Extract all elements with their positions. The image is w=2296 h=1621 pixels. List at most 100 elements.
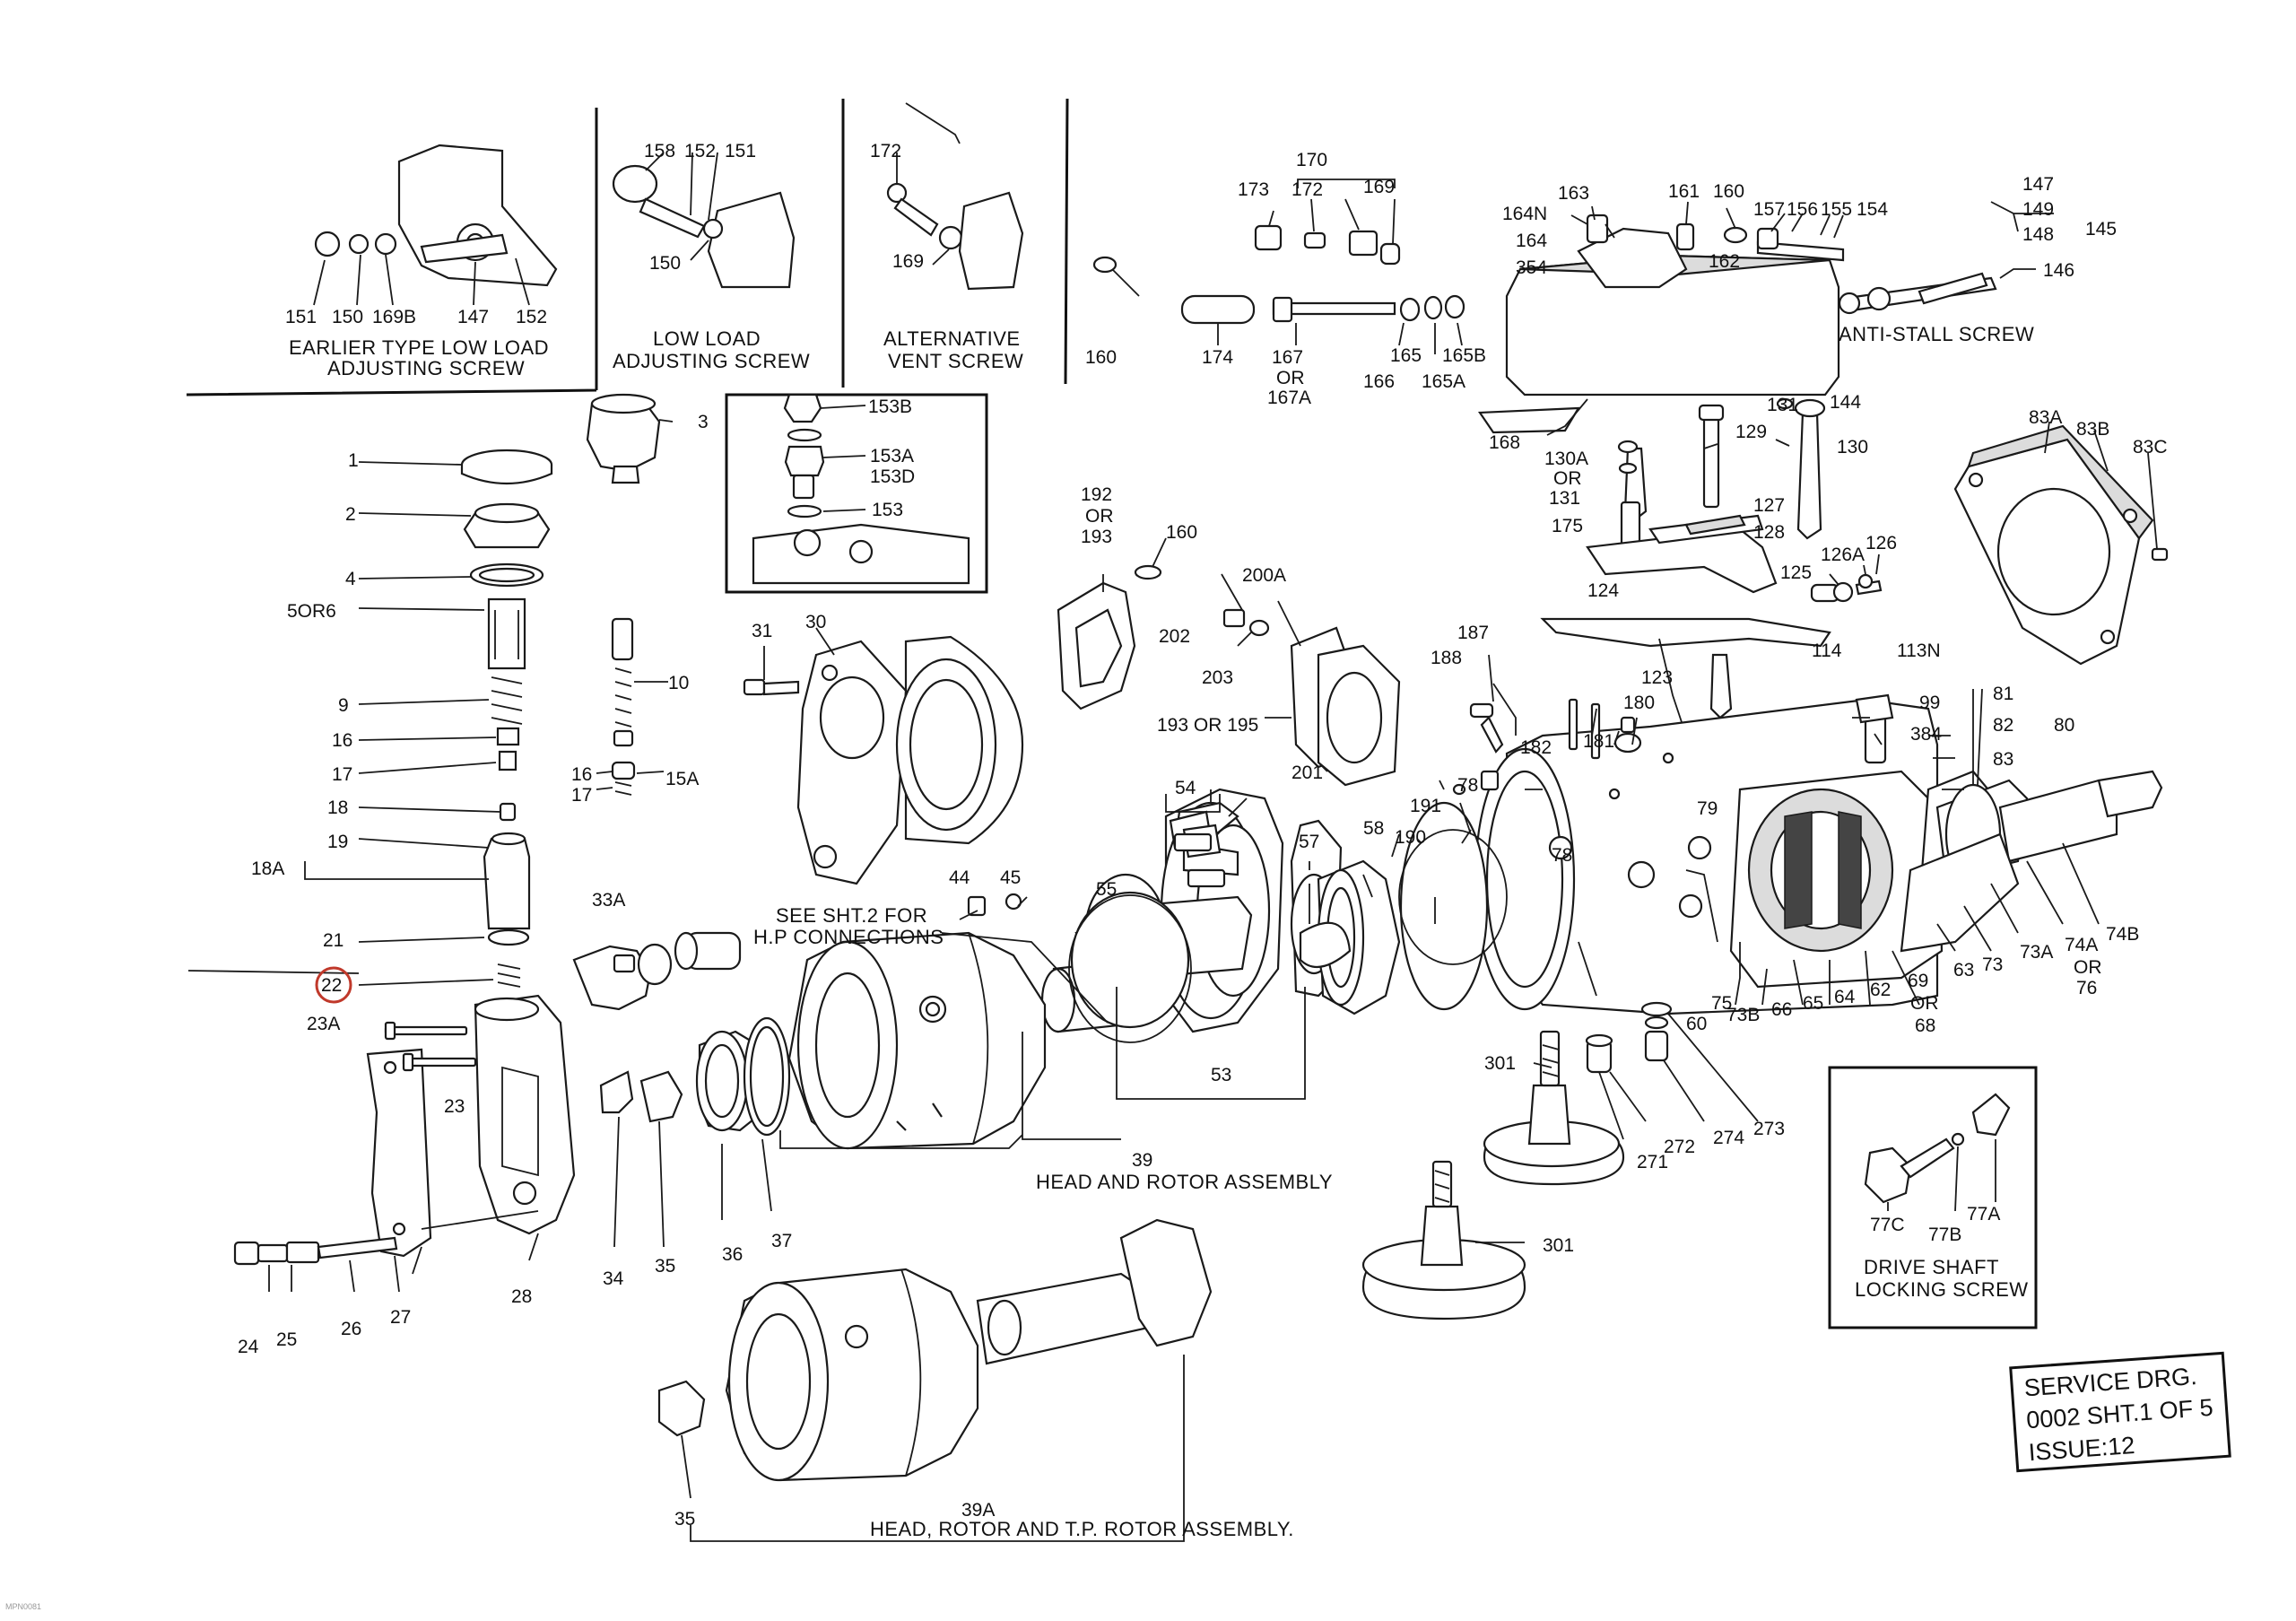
drive-end-flange-plates — [1953, 421, 2169, 666]
callout-167a: 167A — [1267, 388, 1311, 408]
callout-151: 151 — [285, 307, 317, 327]
callout-4: 4 — [345, 569, 356, 589]
callout-165a: 165A — [1422, 371, 1465, 392]
callout-35: 35 — [655, 1256, 675, 1277]
callout-125: 125 — [1780, 562, 1812, 583]
footer-code: MPN0081 — [5, 1602, 42, 1611]
callout-55: 55 — [1096, 879, 1117, 900]
callout-76: 76 — [2076, 978, 2097, 998]
callout-153d: 153D — [870, 466, 915, 487]
callout-152: 152 — [684, 141, 716, 161]
vent-screw-153-group — [752, 393, 970, 585]
callout-5or6: 5OR6 — [287, 601, 336, 622]
callout-26: 26 — [341, 1319, 361, 1339]
callout-187: 187 — [1457, 623, 1489, 643]
callout-57: 57 — [1299, 832, 1319, 852]
callout-17: 17 — [332, 764, 352, 785]
callout-165b: 165B — [1442, 345, 1486, 366]
callout-163: 163 — [1558, 183, 1589, 204]
callout-or: OR — [2074, 957, 2102, 978]
callout-147: 147 — [2022, 174, 2054, 195]
callout-354: 354 — [1516, 257, 1547, 278]
drive-shaft-locking-screw — [1864, 1093, 2011, 1212]
callout-164: 164 — [1516, 231, 1547, 251]
callout-54: 54 — [1175, 778, 1196, 798]
callout-39: 39 — [1132, 1150, 1152, 1171]
callout-15a: 15A — [665, 769, 699, 789]
callout-23a: 23A — [307, 1014, 340, 1034]
callout-180: 180 — [1623, 693, 1655, 713]
callout-or: OR — [1085, 506, 1114, 527]
callout-63: 63 — [1953, 960, 1974, 980]
callout-162: 162 — [1709, 251, 1740, 272]
callout-158: 158 — [644, 141, 675, 161]
callout-200a: 200A — [1242, 565, 1286, 586]
earlier-type-adjusting-screw-group — [313, 144, 558, 306]
alternative-vent-screw-group — [886, 102, 1024, 291]
caption-see-sheet2-line1: SEE SHT.2 FOR — [776, 904, 927, 927]
callout-27: 27 — [390, 1307, 411, 1328]
callout-384: 384 — [1910, 724, 1942, 745]
highlight-ring-22[interactable] — [315, 966, 352, 1004]
callout-60: 60 — [1686, 1014, 1707, 1034]
outlet-bosses-301 — [1361, 1001, 1759, 1320]
callout-73: 73 — [1982, 954, 2003, 975]
callout-73b: 73B — [1726, 1005, 1760, 1025]
callout-131: 131 — [1549, 488, 1580, 509]
callout-68: 68 — [1915, 1015, 1935, 1036]
callout-83b: 83B — [2076, 419, 2109, 440]
top-linkage-parts — [1092, 179, 1465, 354]
captions: EARLIER TYPE LOW LOAD ADJUSTING SCREW LO… — [289, 323, 2034, 1540]
low-load-adjusting-screw-group — [612, 152, 796, 289]
callout-153b: 153B — [868, 397, 912, 417]
callout-160: 160 — [1085, 347, 1117, 368]
callout-150: 150 — [649, 253, 681, 274]
callout-172: 172 — [1292, 179, 1323, 200]
callout-190: 190 — [1395, 827, 1426, 848]
callout-82: 82 — [1993, 715, 2013, 736]
caption-anti-stall-screw: ANTI-STALL SCREW — [1839, 323, 2034, 345]
callout-131: 131 — [1767, 395, 1798, 415]
callout-74a: 74A — [2065, 935, 2098, 955]
callout-155: 155 — [1821, 199, 1852, 220]
callout-53: 53 — [1211, 1065, 1231, 1085]
callout-99: 99 — [1919, 693, 1940, 713]
callout-31: 31 — [752, 621, 772, 641]
callout-39a: 39A — [961, 1500, 995, 1521]
callout-182: 182 — [1520, 737, 1552, 758]
callout-153a: 153A — [870, 446, 914, 466]
callout-28: 28 — [511, 1286, 532, 1307]
callout-79: 79 — [1697, 798, 1718, 819]
callout-65: 65 — [1803, 993, 1823, 1014]
callout-74b: 74B — [2106, 924, 2139, 945]
caption-earlier-type-line2: ADJUSTING SCREW — [327, 357, 525, 379]
callout-166: 166 — [1363, 371, 1395, 392]
callout-21: 21 — [323, 930, 344, 951]
callout-81: 81 — [1993, 684, 2013, 704]
callout-33a: 33A — [592, 890, 625, 911]
governor-linkage-rods — [1540, 397, 1883, 736]
callout-301: 301 — [1484, 1053, 1516, 1074]
part-callouts: 151 150 169B 147 152 158 152 151 150 172… — [238, 141, 2168, 1529]
callout-301: 301 — [1543, 1235, 1574, 1256]
callout-169b: 169B — [372, 307, 416, 327]
callout-77a: 77A — [1967, 1204, 2000, 1224]
callout-80: 80 — [2054, 715, 2074, 736]
callout-22-highlighted: 22 — [321, 975, 342, 996]
callout-149: 149 — [2022, 199, 2054, 220]
callout-19: 19 — [327, 832, 348, 852]
callout-77c: 77C — [1870, 1215, 1905, 1235]
callout-64: 64 — [1834, 987, 1856, 1007]
callout-126a: 126A — [1821, 545, 1865, 565]
callout-202: 202 — [1159, 626, 1190, 647]
callout-18: 18 — [327, 797, 348, 818]
callout-66: 66 — [1771, 999, 1792, 1020]
caption-low-load-line2: ADJUSTING SCREW — [613, 350, 810, 372]
callout-77b: 77B — [1928, 1224, 1961, 1245]
callout-272: 272 — [1664, 1137, 1695, 1157]
end-plate-assembly — [233, 994, 576, 1266]
callout-44: 44 — [949, 867, 970, 888]
callout-2: 2 — [345, 504, 356, 525]
